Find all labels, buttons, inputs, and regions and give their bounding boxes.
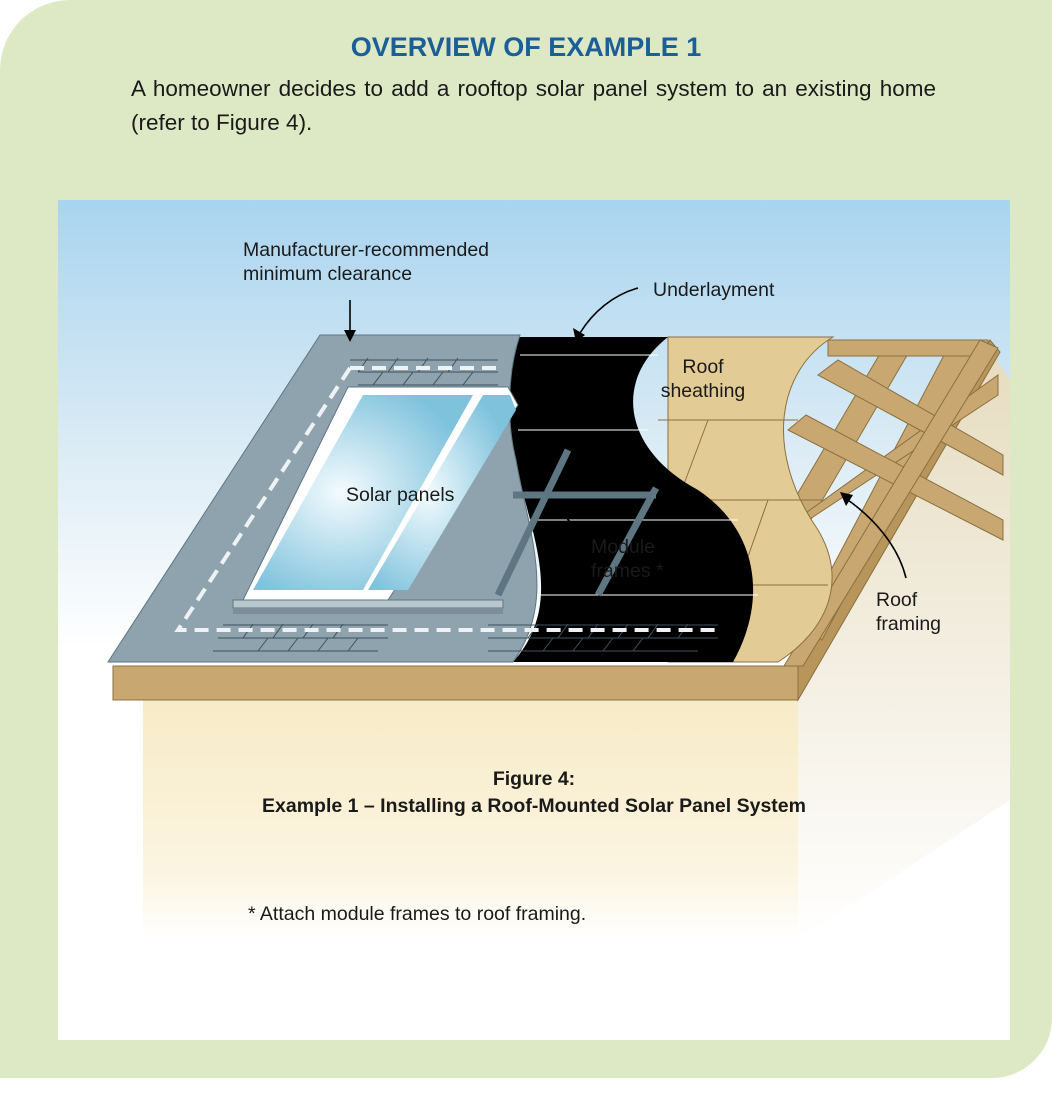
solar-panel-left [253, 395, 473, 590]
solar-panel-array [232, 386, 519, 614]
label-roof-sheathing: Roof sheathing [660, 356, 746, 402]
label-underlayment: Underlayment [653, 279, 775, 301]
roof-illustration [58, 200, 1010, 1040]
fascia-board [112, 665, 799, 701]
figure-4: Manufacturer-recommended minimum clearan… [58, 200, 1010, 1040]
label-solar-panels: Solar panels [346, 484, 455, 506]
roof-framing-arrow [847, 499, 907, 579]
label-module-frames: Module frames * [591, 536, 664, 582]
roof-framing [737, 339, 1004, 667]
house-wall [143, 700, 798, 940]
module-frames [494, 448, 660, 597]
figure-caption: Figure 4: Example 1 – Installing a Roof-… [58, 766, 1010, 820]
solar-panel-right [368, 395, 516, 590]
caption-title: Example 1 – Installing a Roof-Mounted So… [262, 795, 806, 817]
label-clearance: Manufacturer-recommended minimum clearan… [243, 239, 490, 285]
intro-paragraph: A homeowner decides to add a rooftop sol… [131, 76, 936, 135]
underlayment-arrow [579, 287, 639, 334]
clearance-line [174, 366, 718, 632]
figure-footnote: * Attach module frames to roof framing. [248, 903, 587, 925]
caption-number: Figure 4: [492, 768, 576, 790]
section-heading: OVERVIEW OF EXAMPLE 1 [350, 32, 702, 62]
underlayment [505, 337, 754, 662]
label-roof-framing: Roof framing [876, 589, 942, 635]
shingle-courses [213, 357, 718, 652]
